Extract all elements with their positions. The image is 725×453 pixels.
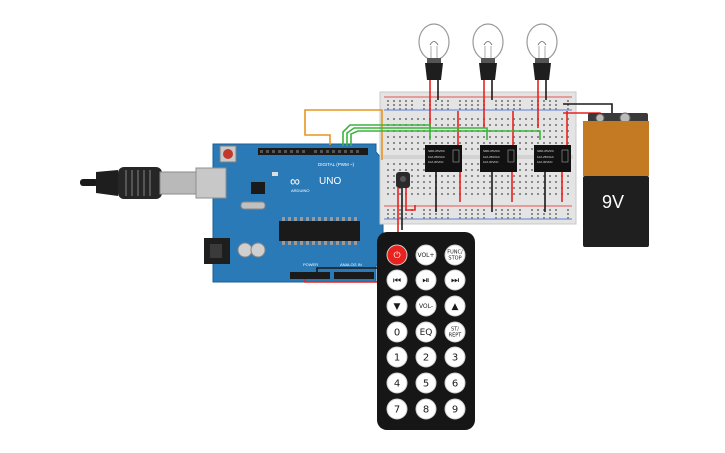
digit-8-button[interactable]: 8 [415, 398, 437, 420]
svg-text:10A 30VDC: 10A 30VDC [537, 160, 554, 164]
vol-down-button[interactable]: VOL- [415, 295, 437, 317]
arduino-model: UNO [319, 176, 341, 187]
digit-9-button-label: 9 [452, 405, 458, 416]
ir-receiver[interactable] [396, 172, 410, 188]
svg-text:SRD-05VDC: SRD-05VDC [483, 149, 501, 153]
digital-header [258, 148, 368, 155]
down-button[interactable]: ▼ [386, 295, 408, 317]
analog-header-label: ANALOG IN [340, 262, 362, 267]
digit-4-button[interactable]: 4 [386, 372, 408, 394]
play-pause-button-label: ⏯ [422, 276, 429, 286]
svg-text:10A 30VDC: 10A 30VDC [483, 160, 500, 164]
digit-1-button[interactable]: 1 [386, 346, 408, 368]
digit-2-button-label: 2 [423, 353, 429, 364]
func-stop-button-label: STOP [448, 256, 461, 262]
svg-text:10A 30VDC: 10A 30VDC [428, 160, 445, 164]
digit-0-button[interactable]: 0 [386, 321, 408, 343]
digital-header-label: DIGITAL (PWM ~) [318, 162, 355, 167]
digit-4-button-label: 4 [394, 379, 400, 390]
bulb-3[interactable] [526, 23, 558, 80]
battery-label: 9V [602, 192, 624, 212]
power-header-label: POWER [303, 262, 318, 267]
arduino-uno-board[interactable]: DIGITAL (PWM ~) ∞ ARDUINO UNO POWER ANAL… [195, 143, 384, 283]
next-button[interactable]: ⏭ [444, 269, 466, 291]
eq-button[interactable]: EQ [415, 321, 437, 343]
down-button-label: ▼ [394, 302, 401, 312]
digit-2-button[interactable]: 2 [415, 346, 437, 368]
digit-6-button-label: 6 [452, 379, 458, 390]
power-header [290, 272, 330, 279]
digit-5-button-label: 5 [423, 379, 429, 390]
vol-down-button-label: VOL- [419, 303, 433, 310]
vol-up-button-label: VOL+ [417, 252, 434, 259]
prev-button[interactable]: ⏮ [386, 269, 408, 291]
digit-3-button-label: 3 [452, 353, 458, 364]
ir-remote[interactable]: ⏻ VOL+ FUNC/STOP ⏮ ⏯ ⏭ ▼ VOL- ▲ 0 EQ ST/REPT 1 2 3 4 5 6 7… [377, 232, 475, 430]
up-button-label: ▲ [452, 302, 459, 312]
battery-9v[interactable]: 9V [583, 112, 649, 247]
svg-text:10A 250VAC: 10A 250VAC [483, 155, 501, 159]
prev-button-label: ⏮ [393, 276, 401, 286]
atmega-chip [279, 221, 360, 241]
digit-3-button[interactable]: 3 [444, 346, 466, 368]
func-stop-button[interactable]: FUNC/STOP [444, 244, 466, 266]
arduino-brand: ARDUINO [291, 188, 309, 193]
digit-1-button-label: 1 [394, 353, 400, 364]
digit-8-button-label: 8 [423, 405, 429, 416]
svg-text:SRD-05VDC: SRD-05VDC [537, 149, 555, 153]
vol-up-button[interactable]: VOL+ [415, 244, 437, 266]
arduino-logo-icon: ∞ [290, 173, 300, 189]
digit-7-button-label: 7 [394, 405, 400, 416]
analog-header [334, 272, 374, 279]
st-rept-button-label: ST/ [451, 327, 459, 333]
svg-text:10A 250VAC: 10A 250VAC [537, 155, 555, 159]
digit-0-button-label: 0 [394, 328, 400, 339]
svg-text:10A 250VAC: 10A 250VAC [428, 155, 446, 159]
func-stop-button-label: FUNC/ [447, 250, 463, 256]
digit-9-button[interactable]: 9 [444, 398, 466, 420]
relay-3[interactable]: SRD-05VDC 10A 250VAC 10A 30VDC [534, 145, 571, 172]
reset-button[interactable] [223, 149, 233, 159]
st-rept-button-label: REPT [449, 333, 463, 339]
up-button[interactable]: ▲ [444, 295, 466, 317]
bulb-1[interactable] [418, 23, 450, 80]
digit-6-button[interactable]: 6 [444, 372, 466, 394]
st-rept-button[interactable]: ST/REPT [444, 321, 466, 343]
play-pause-button[interactable]: ⏯ [415, 269, 437, 291]
digit-5-button[interactable]: 5 [415, 372, 437, 394]
eq-button-label: EQ [420, 328, 433, 338]
svg-text:SRD-05VDC: SRD-05VDC [428, 149, 446, 153]
power-button-label: ⏻ [393, 250, 400, 261]
digit-7-button[interactable]: 7 [386, 398, 408, 420]
next-button-label: ⏭ [451, 276, 459, 286]
power-button[interactable]: ⏻ [386, 244, 408, 266]
usb-cable [80, 167, 199, 199]
relay-1[interactable]: SRD-05VDC 10A 250VAC 10A 30VDC [425, 145, 462, 172]
bulb-2[interactable] [472, 23, 504, 80]
relay-2[interactable]: SRD-05VDC 10A 250VAC 10A 30VDC [480, 145, 517, 172]
